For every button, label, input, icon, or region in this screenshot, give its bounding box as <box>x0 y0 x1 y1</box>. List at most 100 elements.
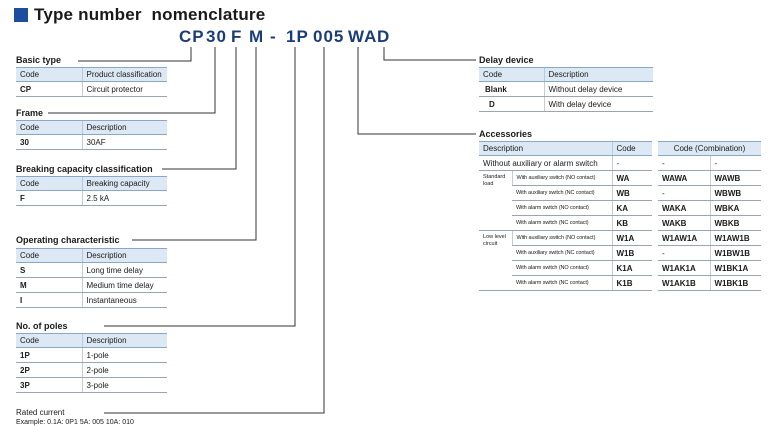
table-row: Standard load With auxiliary switch (NO … <box>479 170 761 231</box>
table-header: Description <box>81 248 167 263</box>
title-text: Type number nomenclature <box>34 5 266 24</box>
accessories-title: Accessories <box>479 129 533 139</box>
table-cell: W1AW1A <box>658 230 710 246</box>
table-cell: WAWB <box>709 170 761 186</box>
table-cell: 2P <box>16 362 82 378</box>
table-cell: KA <box>611 200 652 216</box>
column-gap <box>652 245 658 261</box>
code-segment-dash: - <box>270 27 277 46</box>
delay-title: Delay device <box>479 55 534 65</box>
table-cell: Circuit protector <box>81 81 167 97</box>
poles-title: No. of poles <box>16 321 68 331</box>
column-gap <box>652 185 658 201</box>
table-header: Code <box>16 333 82 348</box>
table-cell: 1P <box>16 347 82 363</box>
column-gap <box>652 215 658 231</box>
basic-type-title: Basic type <box>16 55 62 65</box>
table-cell: With auxiliary switch (NC contact) <box>512 185 612 201</box>
poles-table: Code Description 1P 1-pole 2P 2-pole 3P … <box>16 333 167 393</box>
table-cell: 1-pole <box>81 347 167 363</box>
table-header: Description <box>479 141 612 156</box>
table-cell: - <box>709 155 761 171</box>
connector-delay <box>383 47 476 61</box>
breaking-title: Breaking capacity classification <box>16 164 153 174</box>
table-cell: S <box>16 262 82 278</box>
table-row: I Instantaneous <box>16 292 167 308</box>
connector-accessories <box>357 47 476 135</box>
table-cell: WA <box>611 170 652 186</box>
title-square-icon <box>14 8 28 22</box>
table-cell: 3-pole <box>81 377 167 393</box>
accessories-table: Description Code Code (Combination) With… <box>479 141 761 291</box>
table-row: With alarm switch (NC contact) KB WAKB W… <box>479 215 761 231</box>
table-cell: W1AW1B <box>709 230 761 246</box>
rated-current-example: Example: 0.1A: 0P1 5A: 005 10A: 010 <box>16 419 134 426</box>
table-row: Without auxiliary or alarm switch - - - <box>479 155 761 171</box>
table-header: Code <box>479 67 544 82</box>
frame-title: Frame <box>16 108 44 118</box>
column-gap <box>652 200 658 216</box>
table-cell: 3P <box>16 377 82 393</box>
table-header: Code <box>611 141 652 156</box>
table-cell: WAKA <box>658 200 710 216</box>
table-cell: WAKB <box>658 215 710 231</box>
table-cell: K1B <box>611 275 652 291</box>
column-gap <box>652 260 658 276</box>
table-cell: M <box>16 277 82 293</box>
table-header: Code <box>16 67 82 82</box>
table-row: F 2.5 kA <box>16 190 167 206</box>
table-cell: Blank <box>479 81 544 97</box>
table-row: With auxiliary switch (NC contact) W1B -… <box>479 245 761 261</box>
table-row: 30 30AF <box>16 134 167 150</box>
table-cell: - <box>658 245 710 261</box>
table-cell: With alarm switch (NC contact) <box>512 275 612 291</box>
table-cell: - <box>611 155 652 171</box>
table-row: D With delay device <box>479 96 653 112</box>
table-row: With auxiliary switch (NC contact) WB - … <box>479 185 761 201</box>
operating-table: Code Description S Long time delay M Med… <box>16 248 167 308</box>
table-header: Code <box>16 248 82 263</box>
table-cell: 2-pole <box>81 362 167 378</box>
table-cell: F <box>16 190 82 206</box>
table-cell: I <box>16 292 82 308</box>
table-header: Description <box>543 67 653 82</box>
table-cell: With alarm switch (NC contact) <box>512 215 612 231</box>
table-row: Blank Without delay device <box>479 81 653 97</box>
code-segment-basic-type: CP <box>179 27 205 46</box>
connector-basic-type <box>78 47 192 62</box>
column-gap <box>652 230 658 246</box>
table-cell: With auxiliary switch (NO contact) <box>511 230 612 246</box>
frame-table: Code Description 30 30AF <box>16 120 167 150</box>
table-row: 2P 2-pole <box>16 362 167 378</box>
table-cell: KB <box>611 215 652 231</box>
table-header: Description <box>81 333 167 348</box>
delay-table: Code Description Blank Without delay dev… <box>479 67 653 112</box>
table-row: CP Circuit protector <box>16 81 167 97</box>
group-label-standard-load: Standard load <box>479 170 512 231</box>
table-cell: Instantaneous <box>81 292 167 308</box>
column-gap <box>652 141 658 156</box>
table-row: With alarm switch (NC contact) K1B W1AK1… <box>479 275 761 291</box>
table-row: 1P 1-pole <box>16 347 167 363</box>
table-cell: D <box>479 96 544 112</box>
table-cell: - <box>658 155 710 171</box>
table-header: Code <box>16 120 82 135</box>
code-segment-poles: 1P <box>286 27 309 46</box>
table-cell: W1BW1B <box>709 245 761 261</box>
connector-poles <box>104 47 296 327</box>
column-gap <box>652 155 658 171</box>
basic-type-table: Code Product classification CP Circuit p… <box>16 67 167 97</box>
connector-operating <box>132 47 257 241</box>
table-cell: WB <box>611 185 652 201</box>
table-cell: WBKB <box>709 215 761 231</box>
table-row: M Medium time delay <box>16 277 167 293</box>
table-header: Breaking capacity <box>81 176 167 191</box>
table-header: Product classification <box>81 67 167 82</box>
code-segment-breaking: F <box>231 27 243 46</box>
table-cell: W1BK1B <box>709 275 761 291</box>
table-header: Code (Combination) <box>658 141 761 156</box>
group-label-low-level-circuit: Low level circuit <box>479 230 512 291</box>
connector-breaking <box>162 47 237 170</box>
table-cell: With alarm switch (NO contact) <box>512 260 612 276</box>
